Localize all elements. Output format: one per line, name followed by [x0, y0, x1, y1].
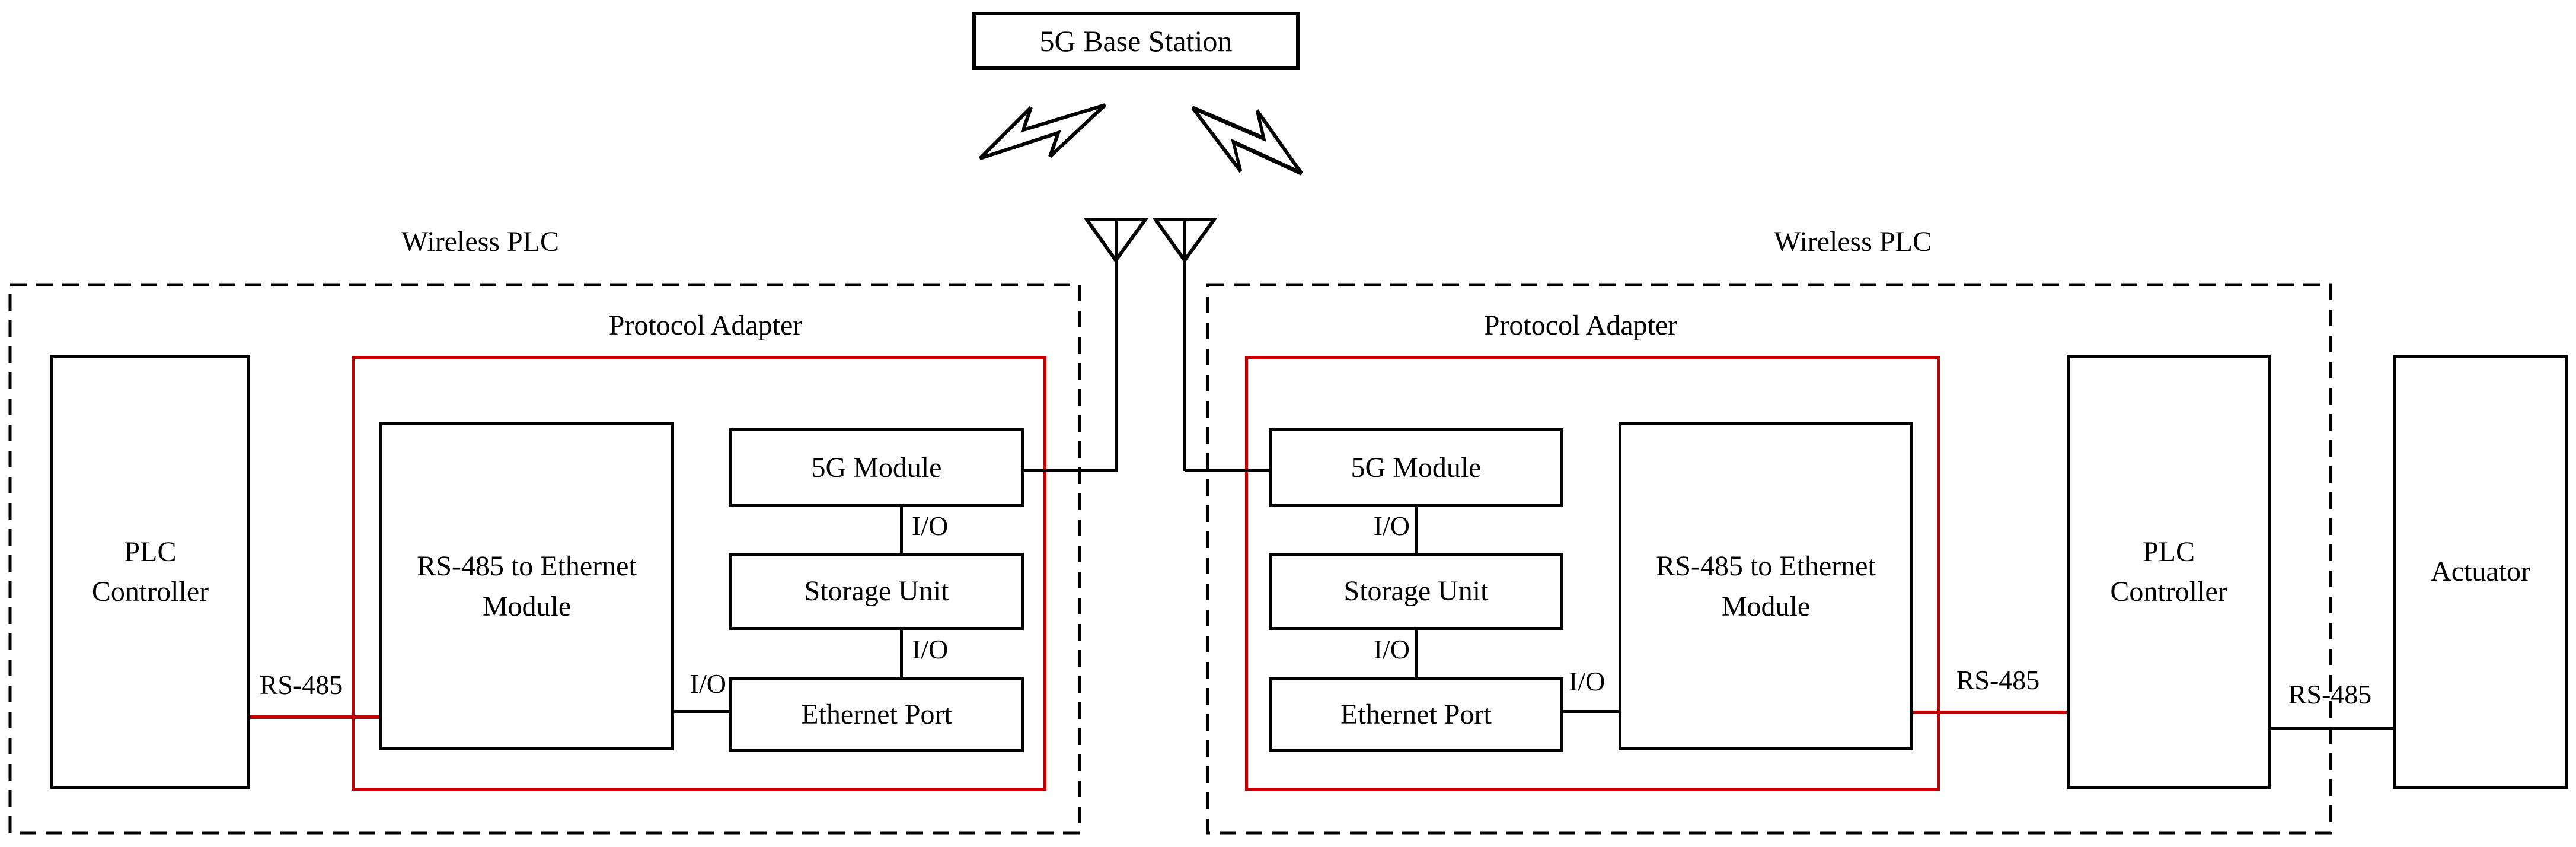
io-link-left-5g-storage — [900, 506, 903, 555]
protocol-adapter-title-right: Protocol Adapter — [1483, 310, 1678, 341]
actuator-box: Actuator — [2393, 355, 2568, 789]
storage-unit-label-right: Storage Unit — [1343, 575, 1489, 607]
io-label-left-3: I/O — [690, 668, 726, 699]
5g-module-label-left: 5G Module — [811, 451, 942, 483]
storage-unit-box-right: Storage Unit — [1269, 553, 1563, 630]
antenna-wire-right — [1185, 469, 1271, 472]
io-label-right-1: I/O — [1373, 511, 1410, 541]
io-link-right-storage-ethernet — [1415, 629, 1418, 679]
rs485-ethernet-module-box-left: RS-485 to Ethernet Module — [379, 422, 674, 750]
protocol-adapter-frame-left — [352, 356, 1046, 791]
wireless-signal-bolt-left-icon — [978, 103, 1107, 160]
ethernet-port-label-left: Ethernet Port — [801, 699, 952, 731]
wireless-signal-bolt-right-icon — [1191, 106, 1303, 176]
rs485-ethernet-module-label-right: RS-485 to Ethernet Module — [1656, 550, 1876, 622]
base-station-box: 5G Base Station — [972, 12, 1300, 70]
rs485-actuator-line — [2269, 727, 2395, 730]
actuator-label: Actuator — [2431, 556, 2530, 588]
io-label-left-2: I/O — [912, 634, 949, 664]
wireless-plc-title-right: Wireless PLC — [1773, 226, 1932, 257]
antenna-wire-left — [1023, 469, 1118, 472]
5g-module-box-right: 5G Module — [1269, 428, 1563, 507]
ethernet-port-label-right: Ethernet Port — [1340, 699, 1492, 731]
io-label-left-1: I/O — [912, 511, 949, 541]
rs485-bus-line-right — [1910, 711, 2069, 714]
antenna-mast-left — [1115, 220, 1118, 471]
base-station-label: 5G Base Station — [1039, 24, 1233, 58]
rs485-ethernet-module-box-right: RS-485 to Ethernet Module — [1619, 422, 1913, 750]
io-link-left-module-ethernet — [671, 710, 732, 713]
io-link-left-storage-ethernet — [900, 629, 903, 679]
rs485-bus-line-left — [248, 715, 382, 719]
rs485-label-left: RS-485 — [259, 670, 343, 700]
storage-unit-box-left: Storage Unit — [729, 553, 1024, 630]
antenna-right-icon — [1152, 218, 1218, 264]
io-link-right-5g-storage — [1415, 506, 1418, 555]
wireless-plc-frame-right — [1206, 283, 2332, 835]
5g-module-box-left: 5G Module — [729, 428, 1024, 507]
rs485-label-actuator: RS-485 — [2288, 679, 2372, 709]
plc-controller-box-right: PLC Controller — [2067, 355, 2271, 789]
plc-controller-label-left: PLC Controller — [91, 536, 209, 607]
wireless-plc-frame-left — [8, 283, 1081, 835]
io-label-right-3: I/O — [1569, 666, 1605, 696]
plc-controller-box-left: PLC Controller — [50, 355, 250, 789]
protocol-adapter-title-left: Protocol Adapter — [608, 310, 803, 341]
protocol-adapter-frame-right — [1245, 356, 1940, 791]
wireless-plc-title-left: Wireless PLC — [401, 226, 560, 257]
io-label-right-2: I/O — [1373, 634, 1410, 664]
ethernet-port-box-left: Ethernet Port — [729, 677, 1024, 752]
antenna-mast-right — [1183, 220, 1186, 471]
io-link-right-ethernet-module — [1560, 710, 1621, 713]
storage-unit-label-left: Storage Unit — [804, 575, 949, 607]
rs485-ethernet-module-label-left: RS-485 to Ethernet Module — [417, 550, 637, 622]
5g-module-label-right: 5G Module — [1351, 451, 1482, 483]
ethernet-port-box-right: Ethernet Port — [1269, 677, 1563, 752]
plc-controller-label-right: PLC Controller — [2110, 536, 2227, 607]
antenna-left-icon — [1083, 218, 1149, 264]
rs485-label-right: RS-485 — [1956, 665, 2040, 695]
